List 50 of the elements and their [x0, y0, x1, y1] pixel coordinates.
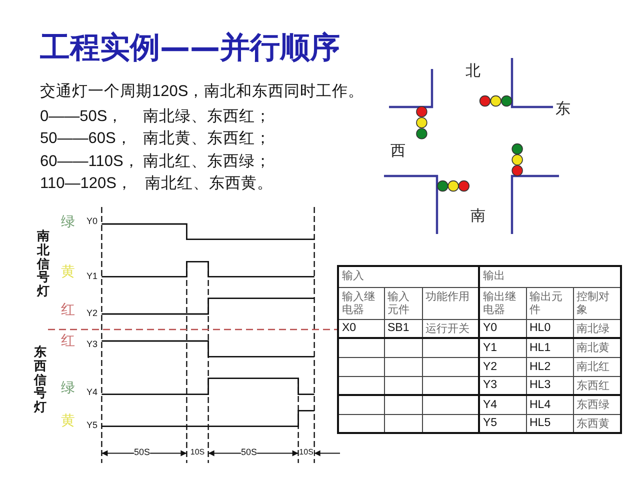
light-state-text: 南北黄、东西红；	[143, 130, 271, 148]
light-color-label: 绿	[61, 380, 75, 398]
slide-title: 工程实例——并行顺序	[40, 32, 340, 64]
table-header-cell: 输出元件	[526, 287, 573, 319]
table-header-cell: 输入继电器	[338, 287, 384, 319]
output-label: Y1	[86, 270, 98, 282]
table-cell: SB1	[384, 319, 422, 338]
table-header-cell: 输入元件	[384, 287, 422, 319]
dimension-label: 50S	[134, 448, 150, 458]
output-label: Y5	[86, 420, 98, 430]
table-cell: Y3	[479, 376, 526, 395]
direction-label: 东	[556, 101, 570, 119]
table-cell: HL4	[526, 395, 573, 414]
time-range-text: 110—120S，	[40, 175, 132, 193]
output-label: Y3	[86, 338, 98, 350]
time-range-text: 50——60S，	[40, 130, 132, 148]
direction-label: 北	[466, 63, 480, 81]
description-text: 交通灯一个周期120S，南北和东西同时工作。	[40, 83, 364, 101]
light-state-text: 南北红、东西绿；	[143, 153, 271, 171]
dimension-label: 10S	[190, 448, 205, 458]
table-cell: X0	[338, 319, 384, 338]
table-cell: HL1	[526, 338, 573, 357]
output-label: Y0	[86, 216, 98, 226]
direction-label: 南	[470, 208, 486, 226]
light-color-label: 红	[61, 334, 75, 350]
dimension-label: 50S	[241, 448, 257, 458]
output-label: Y2	[86, 308, 98, 318]
signal-group-label: 南北信号灯	[36, 229, 50, 298]
light-state-text: 南北绿、东西红；	[143, 108, 271, 126]
light-color-label: 黄	[61, 414, 75, 430]
light-state-text: 南北红、东西黄。	[145, 175, 273, 193]
table-cell: Y5	[479, 414, 526, 433]
light-color-label: 绿	[61, 214, 75, 232]
table-cell: Y1	[479, 338, 526, 357]
table-cell: Y0	[479, 319, 526, 338]
light-color-label: 黄	[61, 264, 75, 282]
table-header-cell: 输出继电器	[479, 287, 526, 319]
table-cell: HL3	[526, 376, 573, 395]
direction-label: 西	[390, 143, 406, 161]
time-range-text: 60——110S，	[40, 153, 140, 171]
time-range-text: 0——50S，	[40, 108, 124, 126]
light-color-label: 红	[61, 302, 75, 320]
table-cell: Y2	[479, 357, 526, 376]
table-header-cell: 输出	[479, 266, 621, 287]
table-cell: HL0	[526, 319, 573, 338]
dimension-label: 10S	[299, 448, 314, 458]
signal-group-label: 东西信号灯	[34, 345, 46, 414]
output-label: Y4	[86, 386, 98, 398]
table-cell: Y4	[479, 395, 526, 414]
table-cell: HL2	[526, 357, 573, 376]
